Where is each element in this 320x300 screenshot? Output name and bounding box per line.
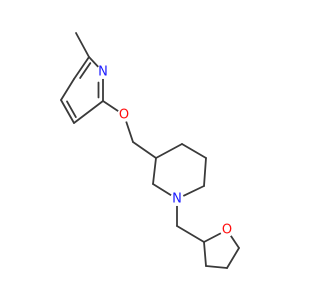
bond-thf_c4-thf_c3 <box>205 265 228 269</box>
atom-label-background <box>117 108 131 122</box>
bond-py_c3-py_c4 <box>60 78 75 101</box>
atom-label-background <box>170 192 184 206</box>
bond-pip_c3-pip_c2 <box>152 157 157 185</box>
atom-label-n: N <box>172 192 182 207</box>
bond-py_c4-py_c5 <box>60 99 75 124</box>
bond-py_c6-o_ether <box>102 100 120 113</box>
molecule-structure-diagram: N O N O <box>60 32 240 269</box>
atom-label-background <box>96 65 110 79</box>
bond-pip_c4-pip_c3 <box>155 143 183 159</box>
bond-pip_c2-pip_n1 <box>152 183 172 197</box>
atom-label-o: O <box>119 108 129 123</box>
bond-py_c5-py_c6 <box>73 100 104 124</box>
bond-py_c2-py_c3 <box>73 56 90 80</box>
bond-o_ether-ch2_link <box>125 120 134 143</box>
atom-py_n1: N <box>96 65 110 80</box>
bond-pip_n1-pip_c6 <box>182 185 205 197</box>
bond-py_c2-py_c3-inner <box>79 62 92 79</box>
atom-label-background <box>220 223 234 237</box>
bond-ch2_link-pip_c3 <box>132 141 157 159</box>
bond-pip_c6-pip_c5 <box>203 157 207 187</box>
atom-label-n: N <box>98 65 108 80</box>
bond-thf_c3-thf_c2 <box>203 241 207 267</box>
bond-ch2_n-thf_c2 <box>176 225 205 243</box>
atom-o_ether: O <box>117 108 131 123</box>
bond-ch3-py_c2 <box>75 32 90 58</box>
atom-label-o: O <box>222 223 232 238</box>
atom-pip_n1: N <box>170 192 184 207</box>
bond-thf_c2-thf_o <box>203 232 222 243</box>
bonds-layer <box>60 32 240 269</box>
bond-thf_o-thf_c5 <box>229 234 240 249</box>
atom-labels-layer: N O N O <box>96 65 234 238</box>
bond-pip_c5-pip_c4 <box>181 143 207 159</box>
bond-thf_c5-thf_c4 <box>226 247 240 269</box>
bond-py_c4-py_c5-inner <box>66 100 77 119</box>
bond-py_n1-py_c2 <box>88 56 100 68</box>
atom-thf_o: O <box>220 223 234 238</box>
